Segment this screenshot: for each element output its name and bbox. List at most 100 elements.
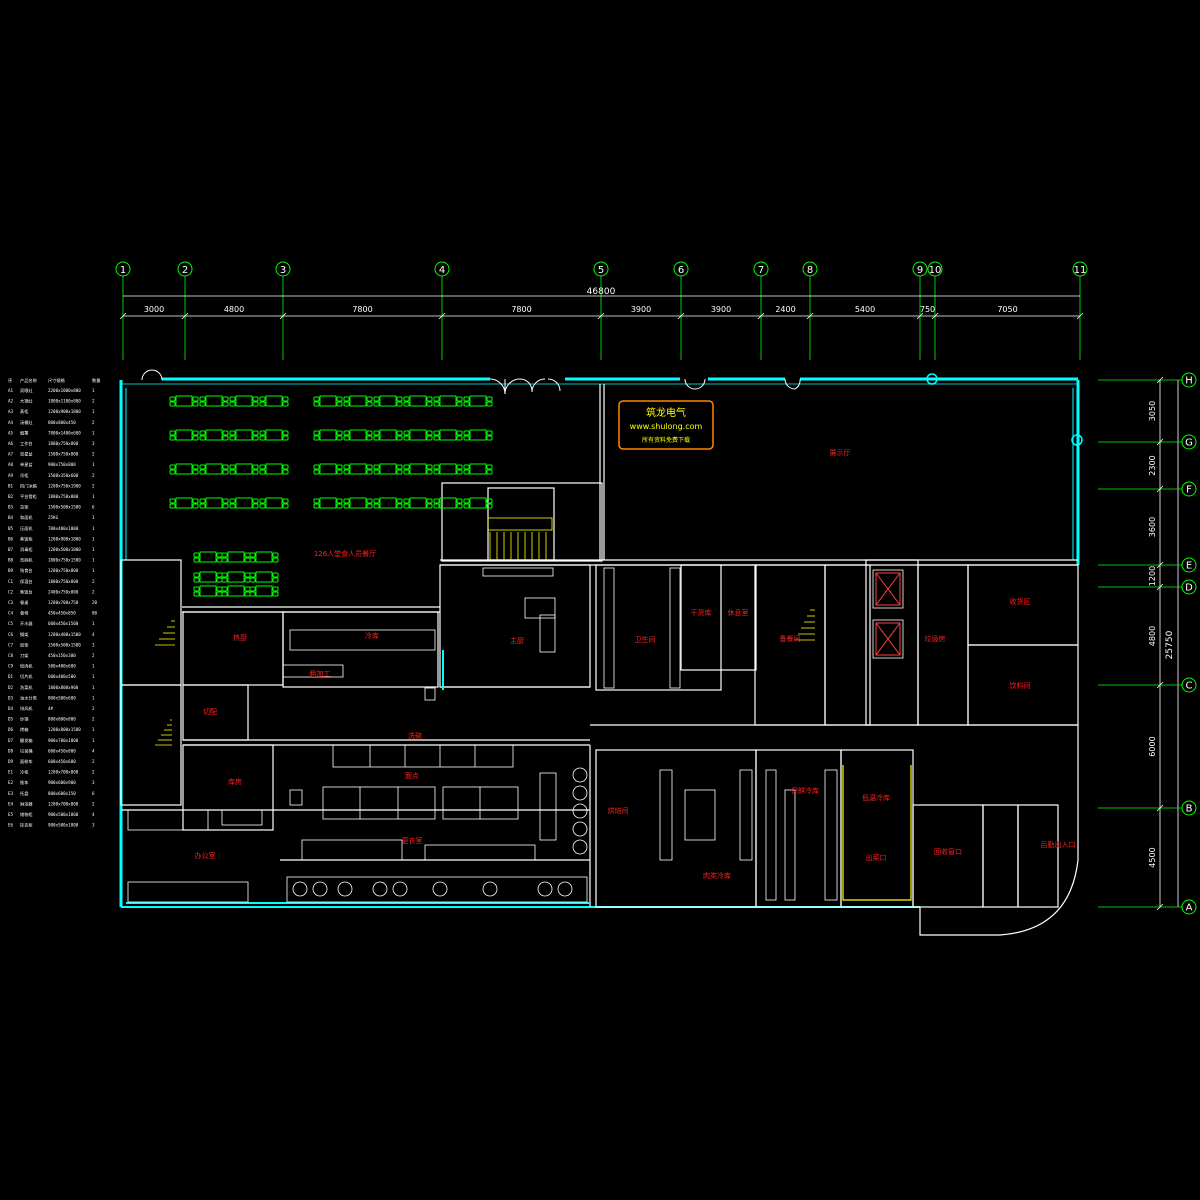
dining-table [265,497,283,509]
label-storage: 库房 [228,777,242,786]
dining-chair [272,586,279,592]
legend-cell: 1 [92,738,95,743]
dining-table [379,429,397,441]
grid-label-top: 9 [917,265,923,276]
dining-chair [216,586,223,592]
dimension-label-top: 7800 [511,305,531,314]
legend-cell: 3 [92,780,95,785]
dining-table [235,463,253,475]
dining-chair [169,469,176,475]
legend-cell: 双星盆 [20,451,33,458]
dining-chair [169,396,176,402]
legend-cell: 1 [92,547,95,552]
burner-ring [537,881,553,897]
legend-cell: 900x750x800 [48,462,76,467]
dining-chair [343,498,350,504]
legend-cell: C2 [8,589,14,594]
legend-cell: A9 [8,473,14,478]
legend-cell: 1200x400x1500 [48,632,81,637]
dining-chair [486,435,493,441]
dining-chair [222,503,229,509]
legend-cell: 残食台 [20,567,33,574]
legend-cell: 汤桶灶 [20,419,33,426]
label-toilet: 卫生间 [635,635,656,644]
grid-label-right: C [1186,681,1193,692]
dining-chair [193,591,200,597]
legend-cell: 面粉车 [20,758,33,765]
legend-cell: 1500x500x1500 [48,505,81,510]
dimension-tick [1156,376,1164,384]
legend-cell: 800x500x600 [48,695,76,700]
dining-chair [252,469,259,475]
label-servery: 出菜口 [866,853,887,862]
dimension-label-top: 2400 [775,305,795,314]
dining-chair [216,572,223,578]
legend-cell: D4 [8,706,14,711]
label-office: 办公室 [195,851,216,860]
legend-cell: 工作台 [20,440,33,447]
dining-chair [343,401,350,407]
grid-label-top: 3 [280,265,286,276]
grid-bubble-right [1181,481,1197,497]
dining-chair [249,552,256,558]
legend-cell: B7 [8,547,14,552]
dining-chair [282,401,289,407]
dining-chair [192,503,199,509]
right-staircase [795,609,815,641]
logo-tagline: 所有资料免费下载 [642,436,690,444]
dining-chair [199,498,206,504]
legend-cell: C5 [8,621,14,626]
dining-chair [373,469,380,475]
legend-cell: 600x400x500 [48,674,76,679]
dining-chair [343,435,350,441]
legend-cell: 1 [92,568,95,573]
grid-bubble-right [1181,579,1197,595]
dining-chair [336,396,343,402]
legend-header-cell: 序 [8,377,12,384]
dining-chair [463,401,470,407]
dining-table [255,585,273,597]
dining-chair [373,401,380,407]
dining-chair [396,469,403,475]
dining-chair [199,469,206,475]
legend-cell: D8 [8,748,14,753]
legend-cell: 蒸柜 [20,408,28,415]
dining-chair [456,430,463,436]
dimension-tick [1156,485,1164,493]
dining-chair [216,577,223,583]
legend-cell: D6 [8,727,14,732]
grid-label-top: 5 [598,265,604,276]
legend-cell: 蒸饭柜 [20,535,33,542]
dining-chair [221,557,228,563]
dining-chair [259,469,266,475]
kitchen-equipment [127,567,904,903]
right-total-dimension: 25750 [1165,630,1175,659]
dining-chair [366,396,373,402]
legend-cell: E1 [8,770,14,775]
legend-cell: 2 [92,483,95,488]
legend-cell: 1 [92,536,95,541]
label-staff-room: 休息室 [728,608,749,617]
dining-chair [463,469,470,475]
dining-chair [433,469,440,475]
dining-chair [259,503,266,509]
dining-chair [221,586,228,592]
legend-cell: A6 [8,441,14,446]
legend-cell: 1800x750x800 [48,494,79,499]
stair-landing [487,517,553,531]
dining-chair [193,552,200,558]
legend-cell: 1500x350x600 [48,473,79,478]
dining-table-group [169,395,493,597]
dining-chair [244,586,251,592]
dining-chair [192,430,199,436]
legend-cell: 2400x750x800 [48,589,79,594]
legend-cell: 1 [92,727,95,732]
legend-cell: 4 [92,632,95,637]
dining-chair [336,430,343,436]
dining-chair [313,430,320,436]
dining-chair [336,503,343,509]
legend-cell: 推车 [20,779,28,786]
lower-left-staircase [155,719,172,746]
dimension-label-right: 4500 [1148,847,1157,867]
